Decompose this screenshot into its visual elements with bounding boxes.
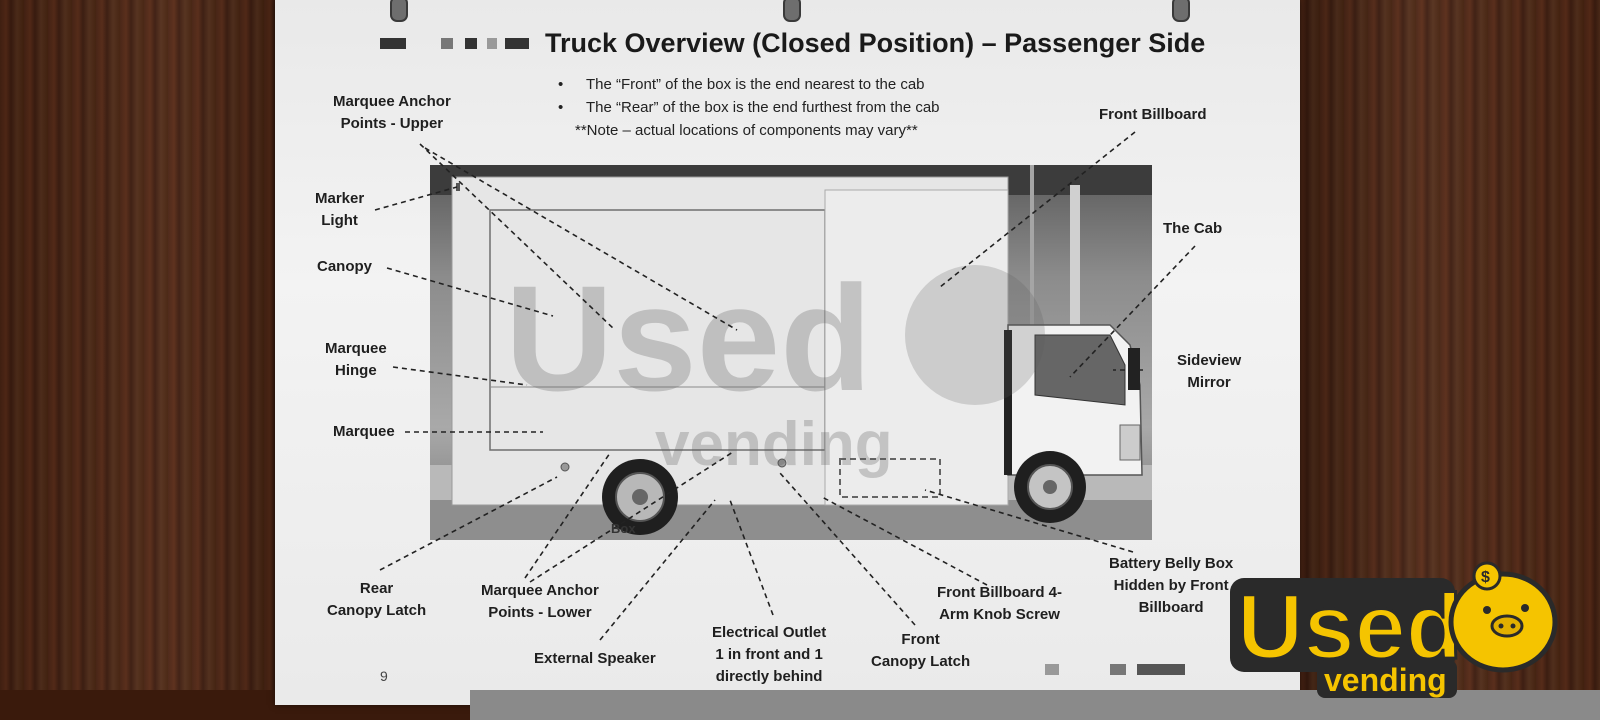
label-marker-light: Marker Light bbox=[315, 188, 364, 232]
binder-ring bbox=[783, 0, 801, 22]
wood-background-left bbox=[0, 0, 285, 720]
label-line: Points - Lower bbox=[488, 604, 592, 621]
truck-illustration bbox=[430, 165, 1152, 540]
label-line: Front Billboard 4- bbox=[937, 584, 1062, 601]
label-line: 1 in front and 1 bbox=[715, 646, 823, 663]
logo-word-vending: vending bbox=[1324, 662, 1447, 698]
label-front-billboard: Front Billboard bbox=[1099, 106, 1207, 123]
page-title: Truck Overview (Closed Position) – Passe… bbox=[545, 28, 1206, 58]
truck-photo bbox=[430, 165, 1152, 540]
page-number: 9 bbox=[380, 668, 388, 684]
label-line: Marquee Anchor bbox=[481, 582, 599, 599]
label-front-billboard-knob: Front Billboard 4- Arm Knob Screw bbox=[937, 582, 1062, 626]
svg-text:$: $ bbox=[1481, 569, 1490, 586]
note-rear: The “Rear” of the box is the end furthes… bbox=[586, 99, 940, 116]
disclaimer-note: **Note – actual locations of components … bbox=[575, 122, 918, 139]
label-marquee-anchor-upper: Marquee Anchor Points - Upper bbox=[333, 91, 451, 135]
label-electrical-outlet: Electrical Outlet 1 in front and 1 direc… bbox=[712, 622, 826, 688]
redacted-text bbox=[441, 38, 453, 49]
label-line: Battery Belly Box bbox=[1109, 555, 1234, 572]
redacted-text bbox=[465, 38, 477, 49]
label-marquee-anchor-lower: Marquee Anchor Points - Lower bbox=[481, 580, 599, 624]
label-external-speaker: External Speaker bbox=[534, 650, 656, 667]
callout-leader-lines bbox=[374, 131, 1196, 641]
label-line: Marquee bbox=[325, 340, 387, 357]
label-battery-belly-box: Battery Belly Box Hidden by Front Billbo… bbox=[1109, 553, 1233, 619]
label-line: Mirror bbox=[1187, 374, 1231, 391]
binder-ring bbox=[1172, 0, 1190, 22]
redacted-text bbox=[1137, 664, 1185, 675]
label-line: Marquee Anchor bbox=[333, 93, 451, 110]
label-line: Sideview bbox=[1177, 352, 1242, 369]
label-sideview-mirror: Sideview Mirror bbox=[1177, 350, 1241, 394]
label-line: Rear bbox=[359, 580, 394, 597]
label-line: directly behind bbox=[715, 668, 823, 685]
label-the-cab: The Cab bbox=[1163, 220, 1223, 237]
redacted-text bbox=[1110, 664, 1126, 675]
label-partial-box: Box bbox=[611, 521, 636, 536]
redacted-text bbox=[380, 38, 406, 49]
label-line: Canopy Latch bbox=[327, 602, 427, 619]
document-page: Truck Overview (Closed Position) – Passe… bbox=[275, 0, 1300, 705]
bullet-point: • bbox=[558, 99, 564, 116]
redacted-text bbox=[487, 38, 497, 49]
label-front-canopy-latch: Front Canopy Latch bbox=[871, 629, 970, 673]
label-line: Marker bbox=[315, 190, 365, 207]
coin-icon: $ bbox=[1472, 561, 1502, 591]
watermark-pig-icon bbox=[905, 265, 1045, 405]
label-line: Billboard bbox=[1138, 599, 1204, 616]
label-marquee-hinge: Marquee Hinge bbox=[325, 338, 387, 382]
label-canopy: Canopy bbox=[317, 258, 373, 275]
watermark-logo: Used vending bbox=[505, 254, 1045, 479]
redacted-text bbox=[1045, 664, 1059, 675]
label-line: Canopy Latch bbox=[871, 653, 971, 670]
label-marquee: Marquee bbox=[333, 423, 395, 440]
label-line: Electrical Outlet bbox=[712, 624, 827, 641]
binder-ring bbox=[390, 0, 408, 22]
watermark-word-used: Used bbox=[505, 254, 872, 422]
watermark-word-vending: vending bbox=[655, 410, 893, 479]
label-line: Points - Upper bbox=[340, 115, 444, 132]
bullet-point: • bbox=[558, 76, 564, 93]
pig-icon bbox=[1448, 571, 1558, 673]
label-line: Hidden by Front bbox=[1113, 577, 1229, 594]
label-line: Hinge bbox=[335, 362, 377, 379]
note-front: The “Front” of the box is the end neares… bbox=[586, 76, 925, 93]
label-line: Light bbox=[321, 212, 358, 229]
label-rear-canopy-latch: Rear Canopy Latch bbox=[327, 578, 426, 622]
label-line: Arm Knob Screw bbox=[939, 606, 1060, 623]
brand-logo: Used vending $ bbox=[1230, 561, 1558, 698]
label-line: Front bbox=[901, 631, 940, 648]
redacted-text bbox=[505, 38, 529, 49]
